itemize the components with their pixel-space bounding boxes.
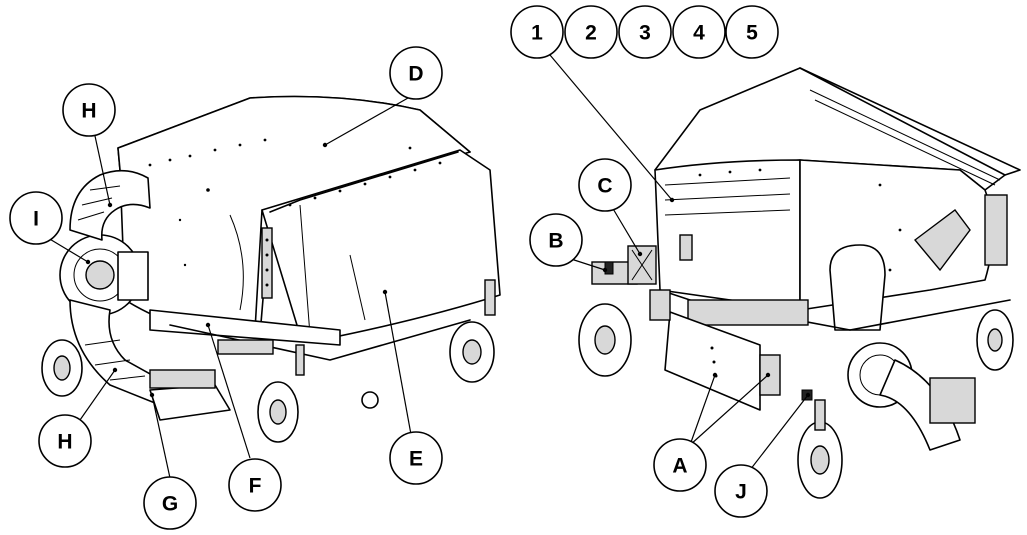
callout-label: 3 (639, 22, 651, 45)
callout-label: F (249, 475, 262, 498)
callout-right-1: 1 (510, 5, 564, 59)
callout-label: 2 (585, 22, 597, 45)
callout-label: B (548, 230, 563, 253)
callout-label: C (597, 175, 612, 198)
callout-label: D (408, 63, 423, 86)
callout-label: G (162, 493, 178, 516)
callout-left-E: E (389, 431, 443, 485)
callout-right-3: 3 (618, 5, 672, 59)
callout-left-H-bottom: H (38, 414, 92, 468)
callout-left-D: D (389, 46, 443, 100)
callout-right-A: A (653, 438, 707, 492)
callout-label: H (57, 431, 72, 454)
callout-right-J: J (714, 464, 768, 518)
callout-label: 5 (746, 22, 758, 45)
right-machine-drawing (578, 67, 1021, 499)
callout-label: H (81, 100, 96, 123)
callout-label: J (735, 481, 747, 504)
callout-left-I: I (9, 191, 63, 245)
callout-label: I (33, 208, 39, 231)
callout-label: 1 (531, 22, 543, 45)
callout-label: A (672, 455, 687, 478)
callout-right-C: C (578, 158, 632, 212)
callout-left-F: F (228, 458, 282, 512)
callout-right-B: B (529, 213, 583, 267)
callout-right-5: 5 (725, 5, 779, 59)
leader-lines (47, 54, 811, 479)
callout-label: E (409, 448, 423, 471)
callout-left-H-top: H (62, 83, 116, 137)
left-machine-drawing (41, 95, 501, 443)
callout-right-4: 4 (672, 5, 726, 59)
callout-left-G: G (143, 476, 197, 530)
callout-right-2: 2 (564, 5, 618, 59)
callout-label: 4 (693, 22, 705, 45)
